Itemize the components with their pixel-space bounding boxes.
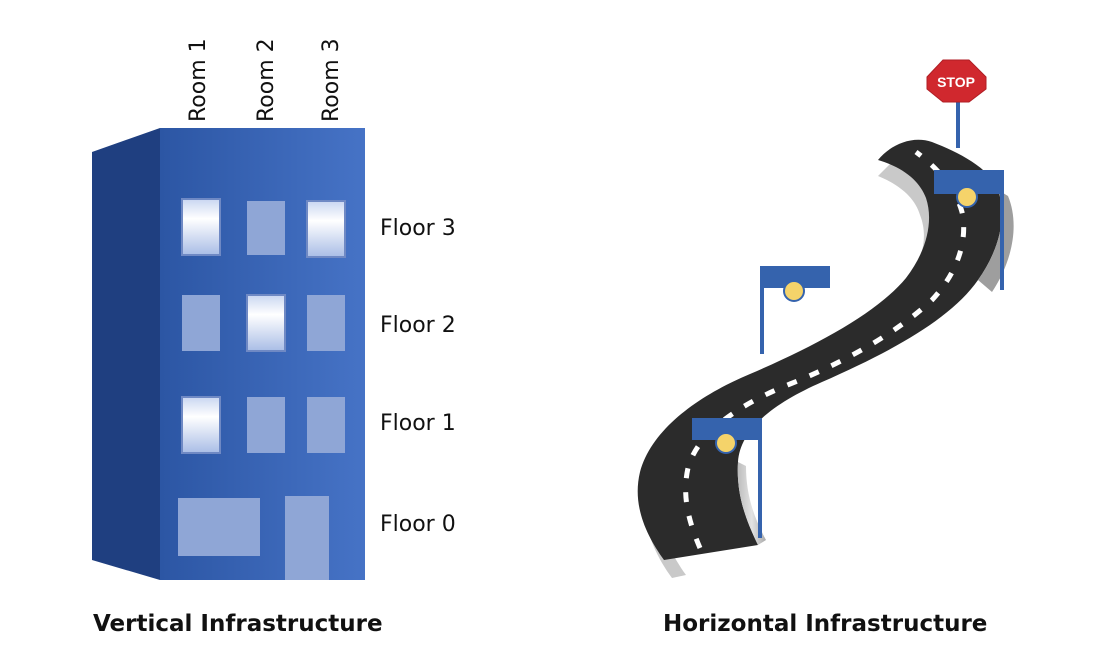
floor-label: Floor 1 [380,411,456,436]
road-surface [637,139,1002,560]
room-label: Room 3 [319,38,344,122]
window [182,295,220,351]
floor-label: Floor 2 [380,313,456,338]
road-edge [978,190,1014,292]
horizontal-infrastructure-panel: STOP Horizontal Infrastructure [560,0,1103,647]
road-edge [737,462,766,545]
ground-window [178,498,260,556]
window [246,294,286,352]
stop-sign-text: STOP [937,74,975,90]
room-label: Room 2 [254,38,279,122]
window [181,198,221,256]
window [247,397,285,453]
sign-pole [758,430,762,538]
window [247,201,285,255]
stop-sign-icon [926,59,987,103]
door [285,496,329,580]
lamp-icon [783,280,805,302]
window [307,295,345,351]
building-illustration [92,128,365,580]
sign-pole [1000,172,1004,290]
window [307,397,345,453]
road-illustration: STOP [637,59,1014,578]
sign-panel [760,266,830,288]
room-label: Room 1 [186,38,211,122]
lamp-icon [715,432,737,454]
sign-panel [692,418,762,440]
sign-pole [760,268,764,354]
horizontal-caption: Horizontal Infrastructure [663,611,988,637]
lamp-icon [956,186,978,208]
lane-marking [683,150,967,549]
window [306,200,346,258]
floor-label: Floor 0 [380,512,456,537]
building-side-face [92,128,160,580]
window [181,396,221,454]
floor-label: Floor 3 [380,216,456,241]
stop-sign-pole [956,96,960,148]
vertical-infrastructure-panel: Room 1 Room 2 Room 3 Floor 3 Floor 2 Flo… [0,0,520,647]
vertical-caption: Vertical Infrastructure [93,611,383,637]
